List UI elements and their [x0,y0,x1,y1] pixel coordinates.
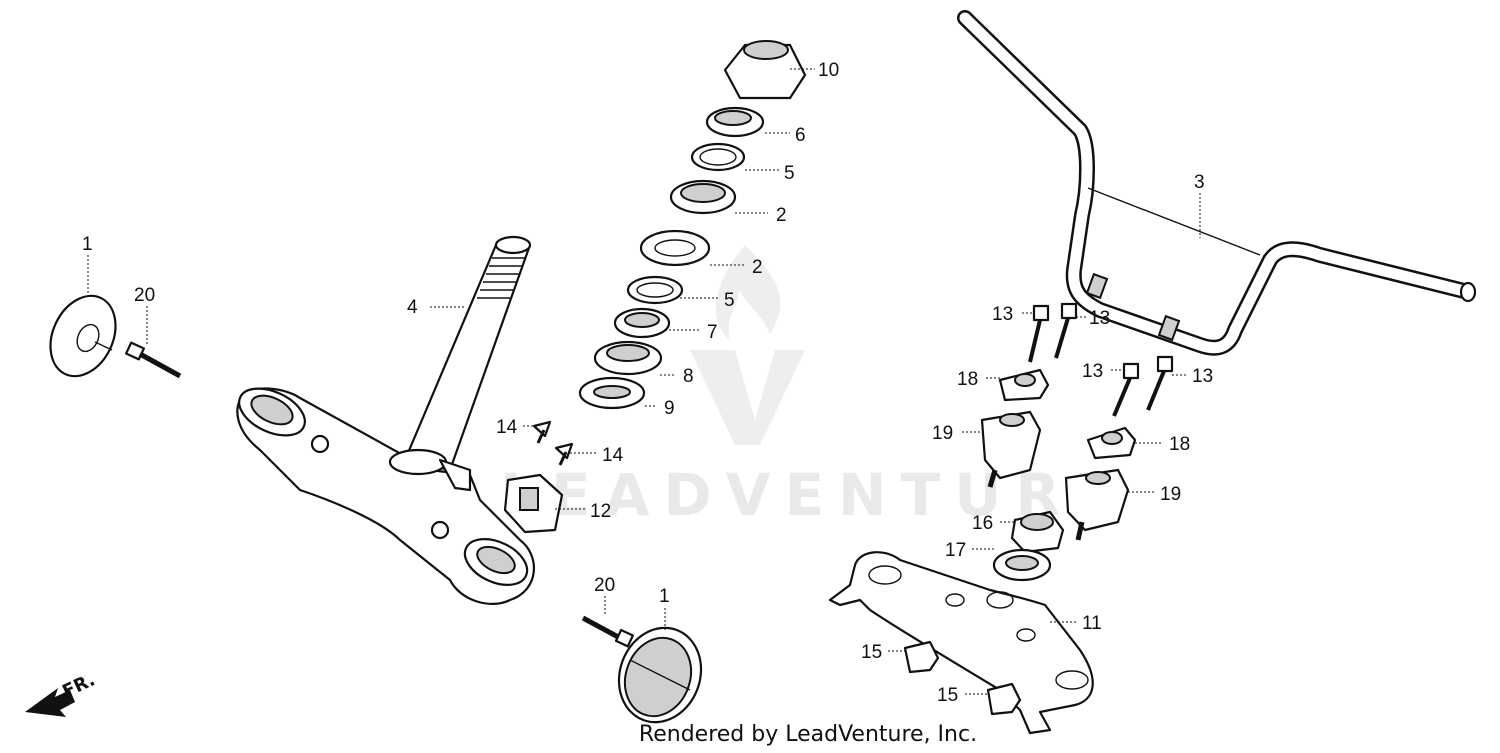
washer-17 [992,548,1052,582]
lower-holder-19b [1064,468,1130,541]
upper-holder-18b [1086,426,1137,460]
bolt-13c [1112,362,1140,417]
callout-13: 13 [1192,366,1213,387]
callout-10: 10 [818,60,839,81]
callout-labels: 1 20 4 10 6 5 2 2 5 7 8 9 14 14 12 20 1 … [82,60,1213,706]
dust-seal [593,340,663,376]
top-bridge [828,551,1094,735]
watermark-flame-icon [715,245,781,340]
cable-holder [503,473,564,534]
callout-13: 13 [992,304,1013,325]
washer [578,376,646,410]
render-credit: Rendered by LeadVenture, Inc. [0,722,1500,747]
callout-14: 14 [602,445,624,466]
callout-1: 1 [659,586,670,607]
callout-17: 17 [945,540,966,561]
callout-1: 1 [82,234,93,255]
callout-19: 19 [932,423,953,444]
front-direction-arrow: FR. [25,669,98,717]
flange-nut-15b [986,682,1022,716]
callout-4: 4 [407,297,418,318]
callout-20: 20 [134,285,155,306]
flange-nut-15a [903,640,940,674]
handlebar [957,10,1477,356]
bolt-13d [1146,355,1174,411]
nut-16 [1010,510,1065,554]
upper-holder-18a [998,368,1050,402]
callout-9: 9 [664,398,675,419]
callout-13: 13 [1089,308,1110,329]
bolt-13a [1028,304,1050,363]
callout-19: 19 [1160,484,1181,505]
callout-15: 15 [937,685,958,706]
steering-stem [236,235,535,605]
callout-3: 3 [1194,172,1205,193]
lower-holder-19a [980,410,1042,488]
callout-7: 7 [707,322,718,343]
callout-12: 12 [590,501,611,522]
callout-15: 15 [861,642,882,663]
callout-18: 18 [1169,434,1190,455]
bolt-bottom [581,615,634,648]
reflector-bottom [617,626,703,724]
watermark-logo-icon [690,350,805,445]
callout-13: 13 [1082,361,1103,382]
callout-2: 2 [776,205,787,226]
screw-14b [554,442,574,466]
callout-16: 16 [972,513,993,534]
callout-5: 5 [784,163,795,184]
callout-8: 8 [683,366,694,387]
bolt-left [125,341,182,379]
callout-20: 20 [594,575,615,596]
callout-6: 6 [795,125,806,146]
bolt-13b [1054,302,1078,359]
bearing-race-lower [639,229,711,267]
arrow-icon [25,688,75,717]
callout-11: 11 [1082,613,1102,634]
leader-lines [87,68,1201,695]
callout-2: 2 [752,257,763,278]
ball-bearing-lower [626,275,684,305]
callout-5: 5 [724,290,735,311]
bearing-race-top [669,179,737,215]
direction-label: FR. [59,669,98,702]
bearing-race-bottom [613,307,671,339]
reflector-left [49,294,117,378]
render-credit-text: Rendered by LeadVenture, Inc. [638,722,978,747]
callout-14: 14 [496,417,518,438]
callout-18: 18 [957,369,978,390]
head-nut [723,40,807,100]
screw-14a [532,420,552,444]
ball-bearing-top [690,142,746,172]
bearing-seal-top [705,106,765,138]
